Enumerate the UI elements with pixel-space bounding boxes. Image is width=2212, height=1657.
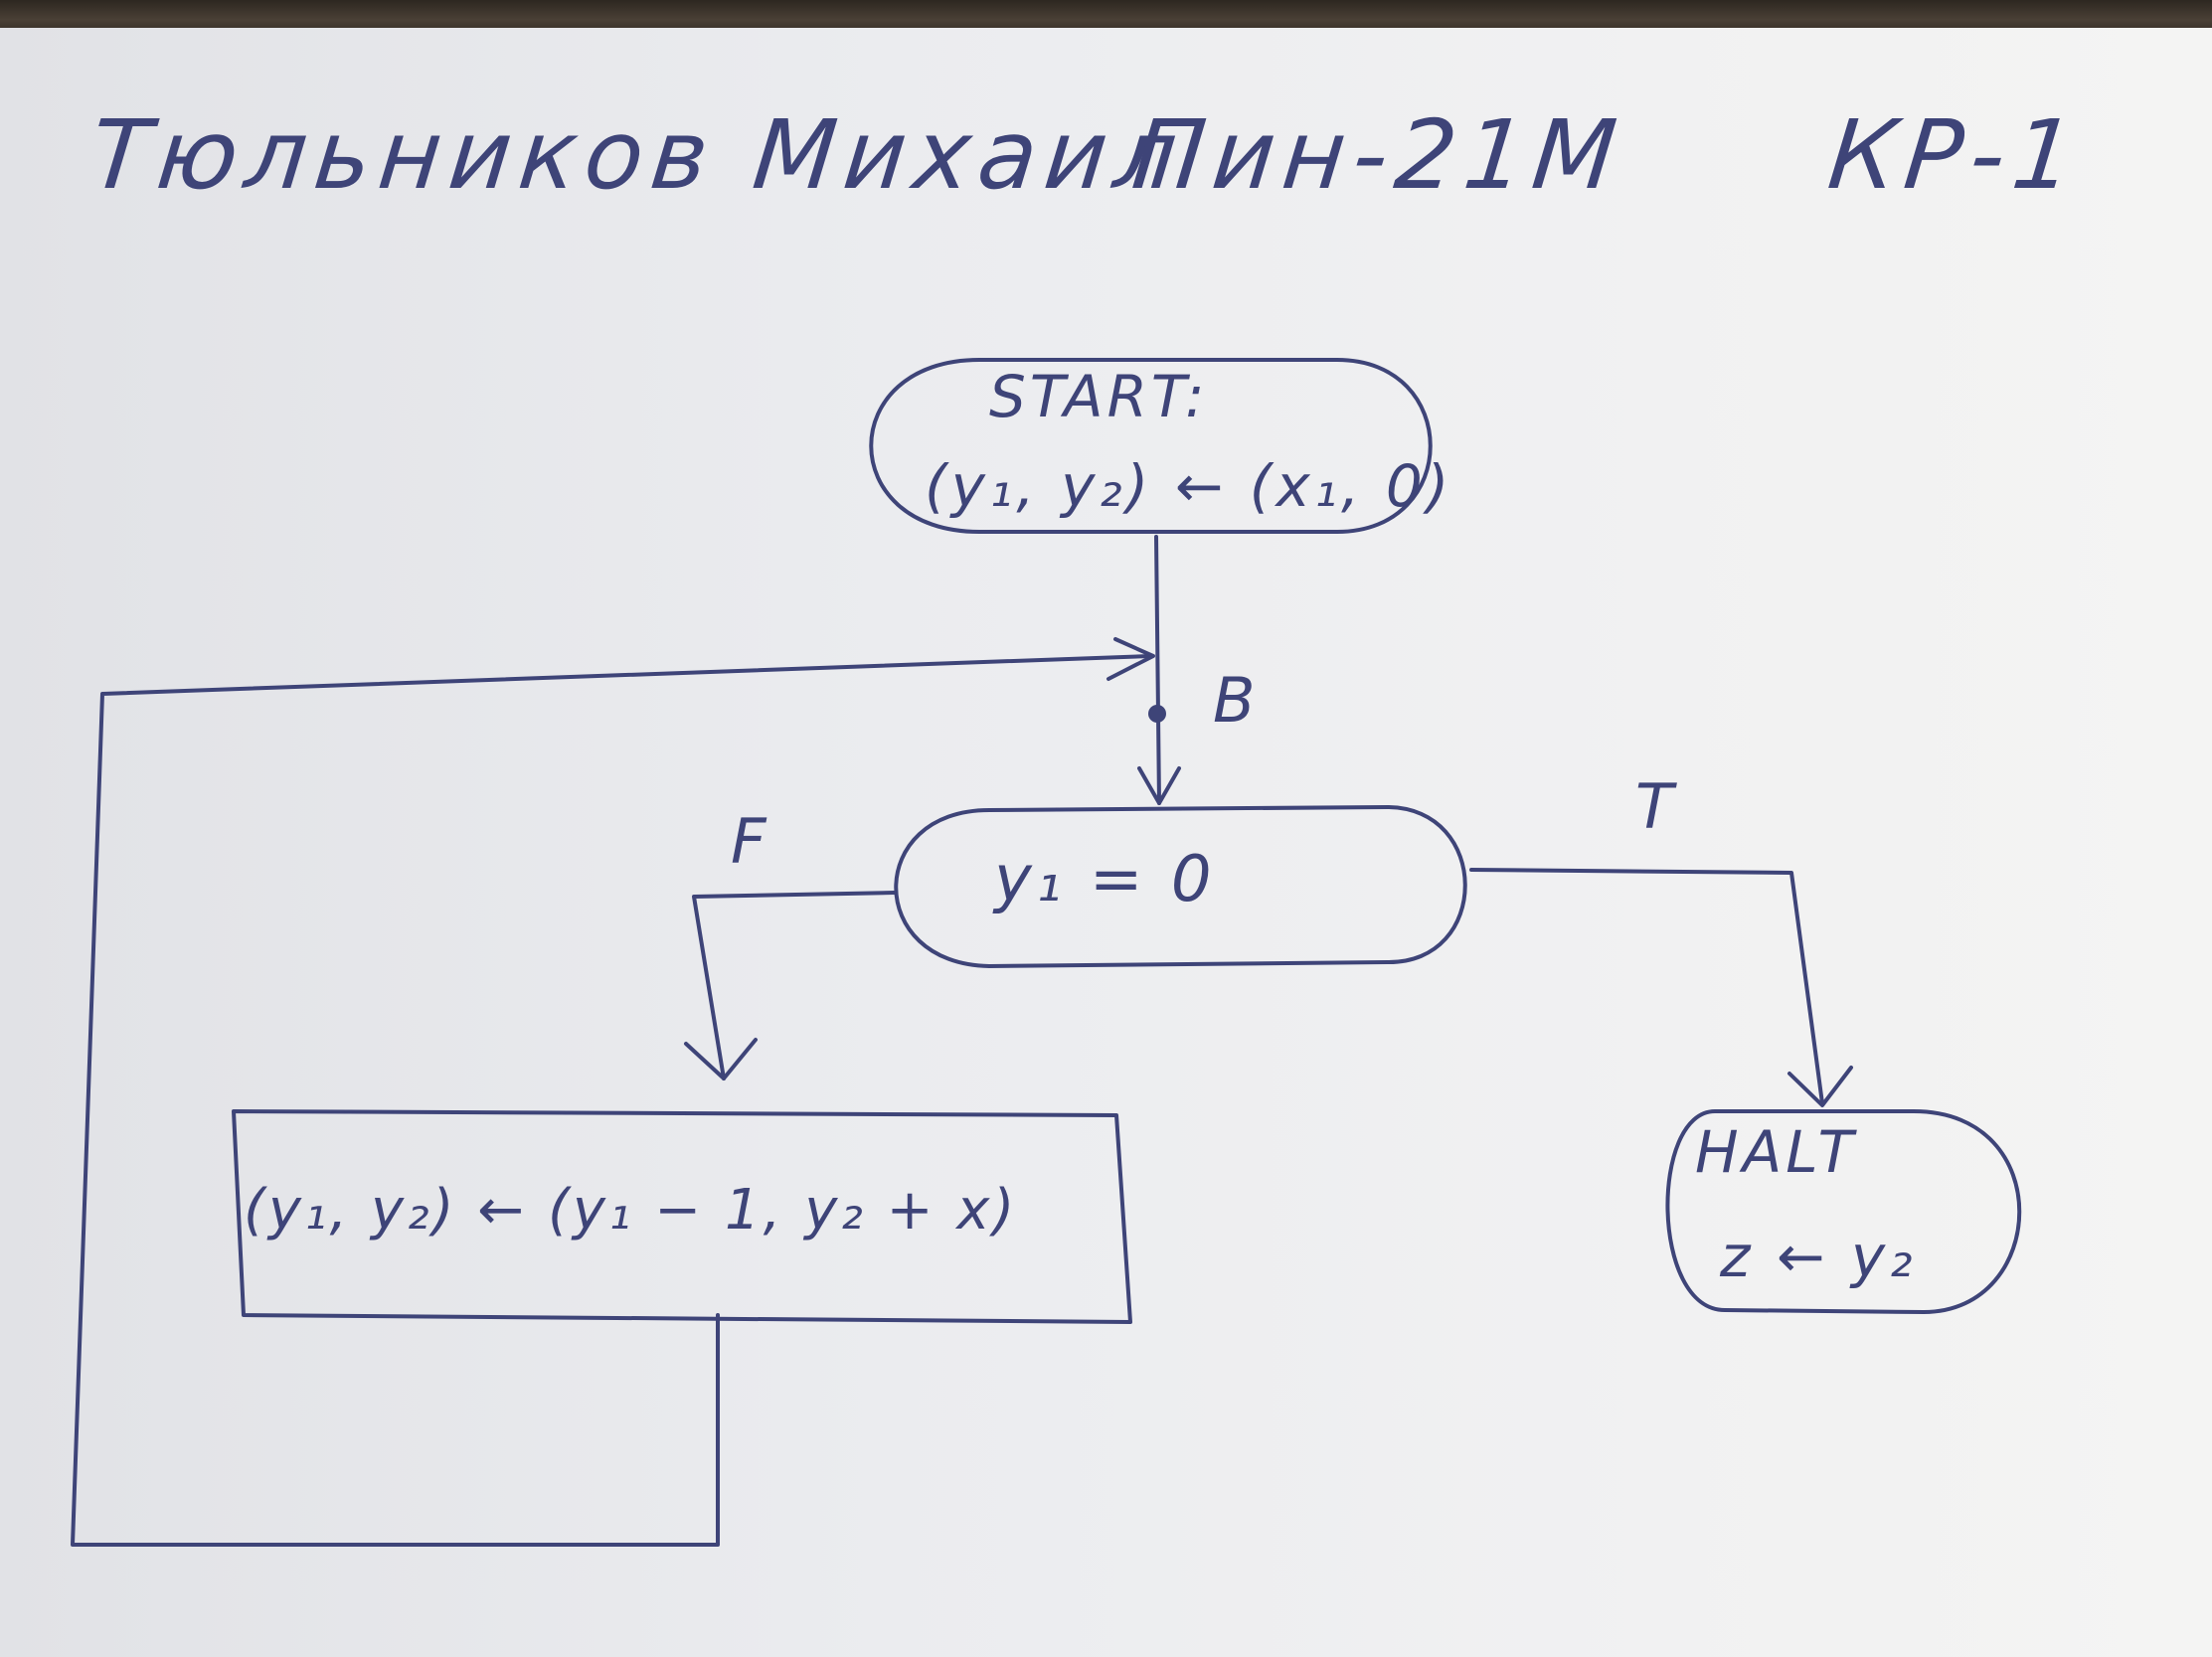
halt-keyword: HALT	[1695, 1118, 1858, 1186]
arrowhead-condition	[1137, 766, 1181, 805]
junction-point-b	[1148, 705, 1166, 723]
start-terminator-shape	[869, 358, 1433, 534]
halt-assignment: z ← y₂	[1720, 1223, 1917, 1290]
start-assignment: (y₁, y₂) ← (x₁, 0)	[925, 452, 1453, 520]
start-keyword: START:	[989, 363, 1209, 430]
true-branch-line	[1469, 868, 1824, 1105]
arrowhead-false	[684, 1038, 758, 1080]
group-label: Пин-21М	[1127, 99, 1629, 211]
loop-back-line	[71, 654, 1152, 1547]
paper-sheet	[0, 28, 2212, 1657]
flow-arrow-start-to-condition	[1154, 535, 1161, 805]
work-label: КР-1	[1823, 99, 2088, 211]
true-label: T	[1635, 770, 1673, 843]
arrowhead-loop	[1106, 637, 1155, 681]
false-branch-line	[692, 891, 897, 1080]
halt-terminator-shape	[1665, 1109, 2022, 1314]
author-name: Тюльников Михаил	[85, 99, 1190, 211]
false-label: F	[731, 805, 766, 878]
process-box-shape	[232, 1109, 1132, 1324]
condition-text: y₁ = 0	[994, 843, 1216, 916]
condition-shape	[894, 805, 1467, 968]
point-label-b: B	[1213, 664, 1256, 737]
process-text: (y₁, y₂) ← (y₁ − 1, y₂ + x)	[244, 1178, 1018, 1243]
arrowhead-true	[1787, 1066, 1853, 1107]
